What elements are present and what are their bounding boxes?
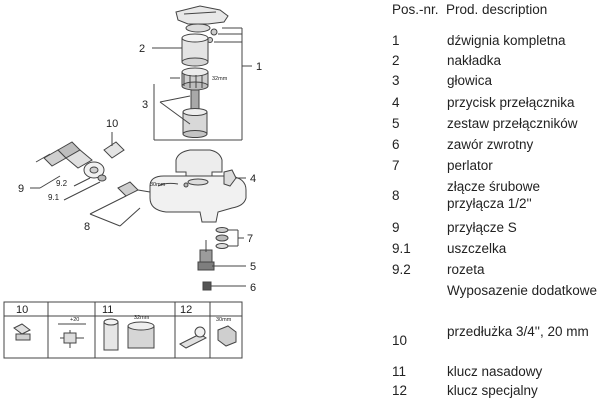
item-desc: klucz nasadowy bbox=[447, 364, 543, 379]
gasket bbox=[63, 174, 107, 201]
callout-9-1: 9.1 bbox=[48, 193, 60, 202]
callout-5: 5 bbox=[250, 261, 256, 273]
parts-list: Pos.-nr. Prod. description 1 dźwignia komp… bbox=[392, 0, 600, 400]
parts-list-header: Pos.-nr. Prod. description bbox=[392, 1, 547, 18]
item-desc: złącze śrubowe przyłącza 1/2'' bbox=[447, 179, 541, 211]
tool-10-dim: +20 bbox=[70, 317, 79, 323]
callout-6: 6 bbox=[250, 282, 256, 294]
s-connector bbox=[30, 141, 93, 189]
item-desc: przyłącze S bbox=[447, 220, 517, 235]
item-desc: głowica bbox=[447, 73, 493, 88]
tools-table-header-11: 11 bbox=[102, 304, 113, 316]
item-desc: Wyposazenie dodatkowe bbox=[447, 283, 597, 298]
item-num: 8 bbox=[392, 188, 400, 203]
cartridge-body bbox=[159, 89, 208, 138]
item-desc: rozeta bbox=[447, 262, 485, 277]
extension-piece bbox=[103, 132, 125, 159]
header-pos: Pos.-nr. bbox=[392, 2, 439, 17]
diverter-set bbox=[197, 240, 246, 271]
tools-table: 10 11 12 +20 32mm 30mm bbox=[3, 301, 243, 359]
cover-sleeve bbox=[152, 33, 209, 67]
callout-8: 8 bbox=[84, 221, 90, 233]
aerator-parts bbox=[215, 227, 244, 249]
callout-3: 3 bbox=[142, 99, 148, 111]
item-num: 2 bbox=[392, 53, 400, 68]
callout-7: 7 bbox=[247, 233, 253, 245]
tools-table-header-12: 12 bbox=[180, 304, 192, 316]
item-num: 6 bbox=[392, 137, 400, 152]
item-desc: przycisk przełącznika bbox=[447, 95, 575, 110]
item-num: 9.2 bbox=[392, 262, 411, 277]
item-desc: zestaw przełączników bbox=[447, 116, 578, 131]
tool-11-dim: 32mm bbox=[134, 315, 150, 321]
diverter-knob bbox=[223, 169, 246, 187]
tools-table-header-10: 10 bbox=[16, 304, 28, 316]
item-desc: nakładka bbox=[447, 53, 502, 68]
callout-1: 1 bbox=[256, 61, 262, 73]
item-num: 5 bbox=[392, 116, 400, 131]
callout-1-lines bbox=[153, 27, 252, 141]
item-num: 9.1 bbox=[392, 241, 411, 256]
item-num: 3 bbox=[392, 73, 400, 88]
dim-30mm: 30mm bbox=[150, 182, 166, 188]
threaded-union bbox=[89, 181, 151, 227]
rosette bbox=[73, 161, 105, 187]
dim-32mm: 32mm bbox=[212, 76, 228, 82]
lever-handle bbox=[175, 5, 229, 43]
header-desc: Prod. description bbox=[446, 2, 548, 17]
callout-10: 10 bbox=[106, 118, 118, 130]
item-num: 11 bbox=[392, 364, 407, 379]
item-num: 9 bbox=[392, 220, 400, 235]
item-desc: klucz specjalny bbox=[447, 383, 538, 398]
cartridge-ring bbox=[170, 67, 209, 91]
item-num: 4 bbox=[392, 95, 400, 110]
item-desc: uszczelka bbox=[447, 241, 507, 256]
tool-12-dim: 30mm bbox=[216, 317, 232, 323]
item-num: 1 bbox=[392, 33, 400, 48]
item-desc: perlator bbox=[447, 158, 493, 173]
exploded-parts-diagram: 1 2 3 4 5 6 7 8 9 9.1 9.2 10 32mm 30mm 1… bbox=[3, 5, 262, 359]
callout-2: 2 bbox=[139, 43, 145, 55]
check-valve bbox=[202, 281, 246, 291]
item-desc: zawór zwrotny bbox=[447, 137, 534, 152]
callout-9: 9 bbox=[18, 183, 24, 195]
callout-9-2: 9.2 bbox=[56, 179, 68, 188]
item-num: 10 bbox=[392, 333, 408, 348]
mixer-body bbox=[149, 149, 247, 223]
item-desc: przedłużka 3/4'', 20 mm bbox=[447, 324, 589, 339]
item-num: 7 bbox=[392, 158, 400, 173]
callout-4: 4 bbox=[250, 173, 256, 185]
item-desc: dźwignia kompletna bbox=[447, 33, 566, 48]
item-num: 12 bbox=[392, 383, 408, 398]
